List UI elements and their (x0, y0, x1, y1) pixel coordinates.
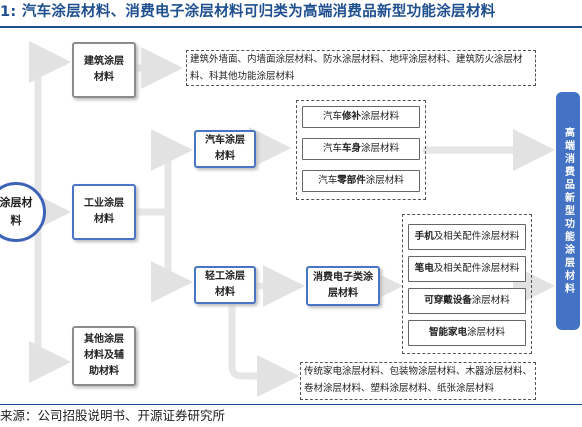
consumer-item: 笔电及相关配件涂层材料 (408, 256, 526, 282)
consumer-electronics-label: 消费电子类涂层材料 (313, 272, 373, 299)
auto-item-key: 修补 (341, 111, 361, 122)
arrow-root-building (29, 41, 71, 216)
auto-item-suffix: 涂层材料 (361, 143, 400, 154)
source-note: 来源：公司招股说明书、开源证券研究所 (0, 404, 582, 427)
consumer-item-suffix: 涂层材料 (471, 295, 510, 306)
light-coating-box: 轻工涂层材料 (194, 266, 256, 304)
consumer-electronics-box: 消费电子类涂层材料 (306, 266, 380, 306)
arrow-industrial-auto (132, 129, 193, 216)
light-coating-label: 轻工涂层材料 (205, 271, 245, 298)
industrial-coating-label: 工业涂层材料 (84, 198, 124, 225)
industrial-coating-box: 工业涂层材料 (72, 184, 136, 240)
auto-item-key: 车身 (341, 143, 361, 154)
building-coating-label: 建筑涂层材料 (84, 56, 124, 83)
auto-item-prefix: 汽车 (322, 143, 342, 154)
target-category-label: 高端消费品新型功能涂层材料 (562, 126, 574, 296)
auto-coating-box: 汽车涂层材料 (194, 130, 256, 168)
consumer-item: 可穿戴设备涂层材料 (408, 288, 526, 314)
auto-items-group (296, 100, 426, 200)
consumer-item: 手机及相关配件涂层材料 (408, 224, 526, 250)
building-details-box (186, 50, 536, 86)
consumer-item-key: 智能家电 (428, 327, 467, 338)
root-label: 涂层材料 (0, 196, 33, 227)
figure-title: 1: 汽车涂层材料、消费电子涂层材料可归类为高端消费品新型功能涂层材料 (0, 0, 582, 28)
auto-item: 汽车修补涂层材料 (302, 106, 420, 128)
light-other-details-box (300, 362, 536, 400)
root-node: 涂层材料 (0, 182, 46, 242)
consumer-item-suffix: 及相关配件涂层材料 (433, 231, 520, 242)
auto-item-suffix: 涂层材料 (365, 175, 404, 186)
other-coating-label: 其他涂层材料及辅助材料 (84, 334, 124, 377)
building-coating-box: 建筑涂层材料 (72, 42, 136, 98)
auto-item-suffix: 涂层材料 (361, 111, 400, 122)
auto-item-prefix: 汽车 (322, 111, 342, 122)
consumer-item-key: 手机 (414, 231, 434, 242)
consumer-item-key: 笔电 (414, 263, 434, 274)
target-category-bar: 高端消费品新型功能涂层材料 (556, 92, 580, 330)
arrow-industrial-light (151, 208, 193, 303)
light-other-details-text: 传统家电涂层材料、包装物涂层材料、木器涂层材料、卷材涂层材料、塑料涂层材料、纸张… (304, 366, 533, 394)
auto-coating-label: 汽车涂层材料 (205, 135, 245, 162)
consumer-item-suffix: 及相关配件涂层材料 (433, 263, 520, 274)
auto-item: 汽车车身涂层材料 (302, 138, 420, 160)
arrow-light-other (228, 298, 299, 397)
other-coating-box: 其他涂层材料及辅助材料 (72, 326, 136, 386)
building-details-text: 建筑外墙面、内墙面涂层材料、防水涂层材料、地坪涂层材料、建筑防火涂层材料、科其他… (190, 54, 523, 82)
consumer-item-suffix: 涂层材料 (467, 327, 506, 338)
auto-item-key: 零部件 (337, 175, 366, 186)
consumer-items-group (402, 214, 532, 354)
auto-item: 汽车零部件涂层材料 (302, 170, 420, 192)
auto-item-prefix: 汽车 (318, 175, 338, 186)
consumer-item-key: 可穿戴设备 (424, 295, 472, 306)
arrow-root-other (29, 208, 71, 383)
consumer-item: 智能家电涂层材料 (408, 320, 526, 346)
